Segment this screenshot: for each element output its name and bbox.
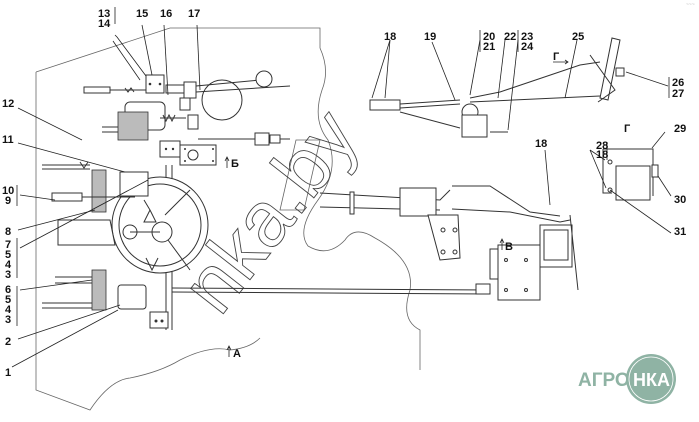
group-bars — [16, 7, 670, 326]
callout-14: 14 — [98, 18, 111, 30]
callout-6: 6 — [5, 284, 11, 296]
steering-wheel — [57, 165, 209, 330]
callout-5-upper: 5 — [5, 249, 11, 261]
leader-lines — [11, 24, 672, 368]
agronka-logo: АГРО НКА — [578, 354, 676, 404]
view-label-v: В — [505, 241, 513, 253]
callouts: 13 14 15 16 17 12 11 10 9 8 7 5 4 3 6 5 … — [2, 8, 686, 379]
callout-7: 7 — [5, 239, 11, 251]
callout-22: 22 — [504, 31, 516, 43]
callout-17: 17 — [188, 8, 200, 20]
callout-18-g: 18 — [596, 149, 608, 161]
callout-31: 31 — [674, 226, 686, 238]
pedal-linkage-assembly — [83, 70, 291, 166]
callout-24: 24 — [521, 41, 534, 53]
callout-30: 30 — [674, 194, 686, 206]
callout-13: 13 — [98, 8, 110, 20]
logo-left-text: АГРО — [578, 370, 630, 391]
callout-4-lower: 4 — [5, 304, 12, 316]
view-label-a: А — [233, 348, 241, 360]
logo-circle — [626, 354, 676, 404]
callout-15: 15 — [136, 8, 148, 20]
view-label-g-arrow: Г — [553, 51, 560, 63]
cable-assembly — [319, 185, 579, 301]
callout-2: 2 — [5, 336, 11, 348]
callout-19: 19 — [424, 31, 436, 43]
callout-21: 21 — [483, 41, 495, 53]
view-g-detail — [602, 148, 659, 201]
callout-10: 10 — [2, 185, 14, 197]
cab-outline — [35, 27, 421, 411]
callout-5-lower: 5 — [5, 294, 11, 306]
callout-11: 11 — [2, 134, 14, 146]
callout-29: 29 — [674, 123, 686, 135]
callout-23: 23 — [521, 31, 533, 43]
callout-28: 28 — [596, 140, 608, 152]
callout-18-mid: 18 — [535, 138, 547, 150]
callout-16: 16 — [160, 8, 172, 20]
corner-mark: ~~~ — [686, 2, 695, 8]
logo-right-text: НКА — [633, 370, 670, 390]
control-block-lower — [42, 269, 491, 329]
callout-3-lower: 3 — [5, 314, 11, 326]
callout-3-upper: 3 — [5, 269, 11, 281]
view-label-b: Б — [231, 158, 239, 170]
callout-26: 26 — [672, 77, 684, 89]
callout-25: 25 — [572, 31, 584, 43]
callout-9: 9 — [5, 195, 11, 207]
throttle-linkage — [369, 37, 625, 138]
callout-4-upper: 4 — [5, 259, 12, 271]
callout-1: 1 — [5, 367, 11, 379]
view-labels: А Б В Г Г — [224, 51, 631, 360]
view-label-g: Г — [624, 123, 631, 135]
callout-18-top: 18 — [384, 31, 396, 43]
callout-8: 8 — [5, 226, 11, 238]
callout-27: 27 — [672, 88, 684, 100]
callout-12: 12 — [2, 98, 14, 110]
callout-20: 20 — [483, 31, 495, 43]
